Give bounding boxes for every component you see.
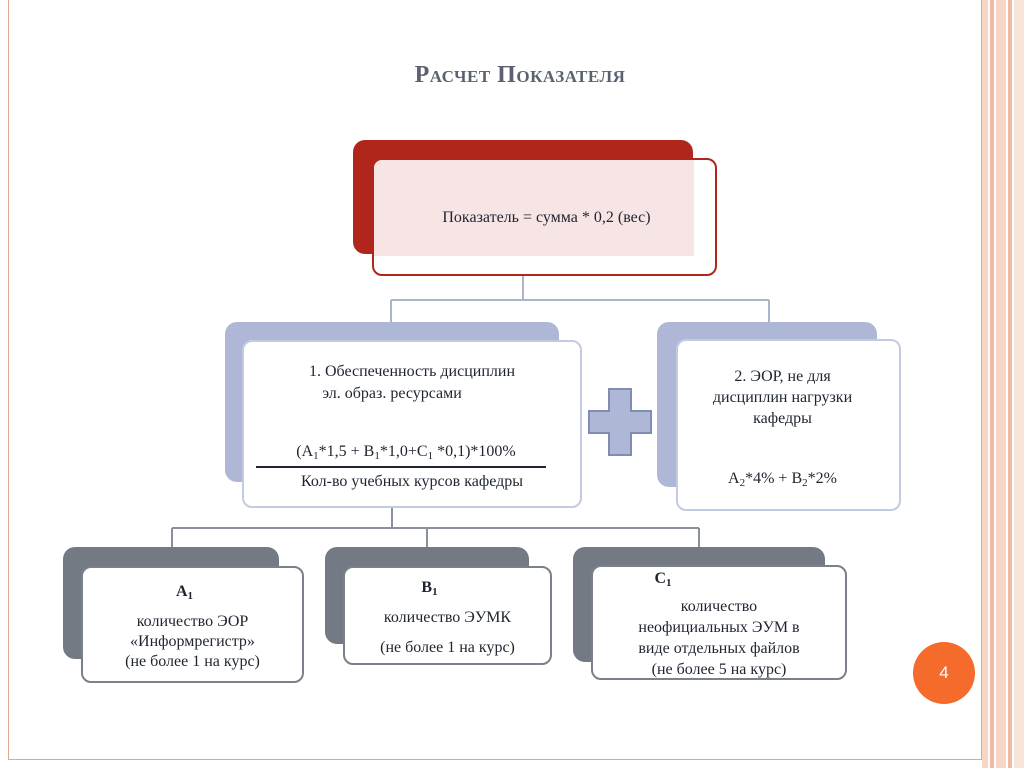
top-box: Показатель = сумма * 0,2 (вес) <box>372 158 717 276</box>
decor-stripe <box>1014 0 1024 768</box>
box2-line2: дисциплин нагрузки <box>712 389 853 406</box>
fraction-line <box>256 466 546 468</box>
box2-line3: кафедры <box>753 410 812 427</box>
page-title: Расчет Показателя <box>414 62 626 88</box>
b1-heading: B1 <box>421 579 438 598</box>
a1-heading: A1 <box>175 583 194 602</box>
a1-line1: количество ЭОР <box>136 613 249 630</box>
decor-stripe <box>996 0 1006 768</box>
c1-box: C1 количество неофициальных ЭУМ в виде о… <box>591 565 847 680</box>
box2-formula: A2*4% + B2*2% <box>728 470 837 489</box>
decor-stripe <box>990 0 994 768</box>
b1-line1: количество ЭУМК <box>383 609 512 626</box>
b1-box: B1 количество ЭУМК (не более 1 на курс) <box>343 566 552 665</box>
a1-line3: (не более 1 на курс) <box>125 653 260 670</box>
c1-line4: (не более 5 на курс) <box>651 661 787 678</box>
box1-denominator: Кол-во учебных курсов кафедры <box>300 473 523 490</box>
decor-stripe <box>1008 0 1012 768</box>
top-box-text: Показатель = сумма * 0,2 (вес) <box>442 209 651 226</box>
box2-line1: 2. ЭОР, не для <box>734 368 831 385</box>
decor-stripe <box>982 0 988 768</box>
a1-line2: «Информрегистр» <box>130 633 255 650</box>
b1-line2: (не более 1 на курс) <box>380 639 515 656</box>
c1-line1: количество <box>680 598 758 615</box>
c1-heading: C1 <box>654 570 672 589</box>
box1-line2: эл. образ. ресурсами <box>322 385 462 402</box>
plus-icon <box>588 388 652 456</box>
a1-box: A1 количество ЭОР «Информрегистр» (не бо… <box>81 566 304 683</box>
box1-formula: (A1*1,5 + B1*1,0+C1 *0,1)*100% <box>296 443 516 462</box>
top-box-fill <box>374 160 694 256</box>
box1-line1: 1. Обеспеченность дисциплин <box>308 363 515 380</box>
c1-line3: виде отдельных файлов <box>638 640 800 657</box>
c1-line2: неофициальных ЭУМ в <box>638 619 800 636</box>
box2: 2. ЭОР, не для дисциплин нагрузки кафедр… <box>676 339 901 511</box>
box1: 1. Обеспеченность дисциплин эл. образ. р… <box>242 340 582 508</box>
page-number-badge: 4 <box>913 642 975 704</box>
